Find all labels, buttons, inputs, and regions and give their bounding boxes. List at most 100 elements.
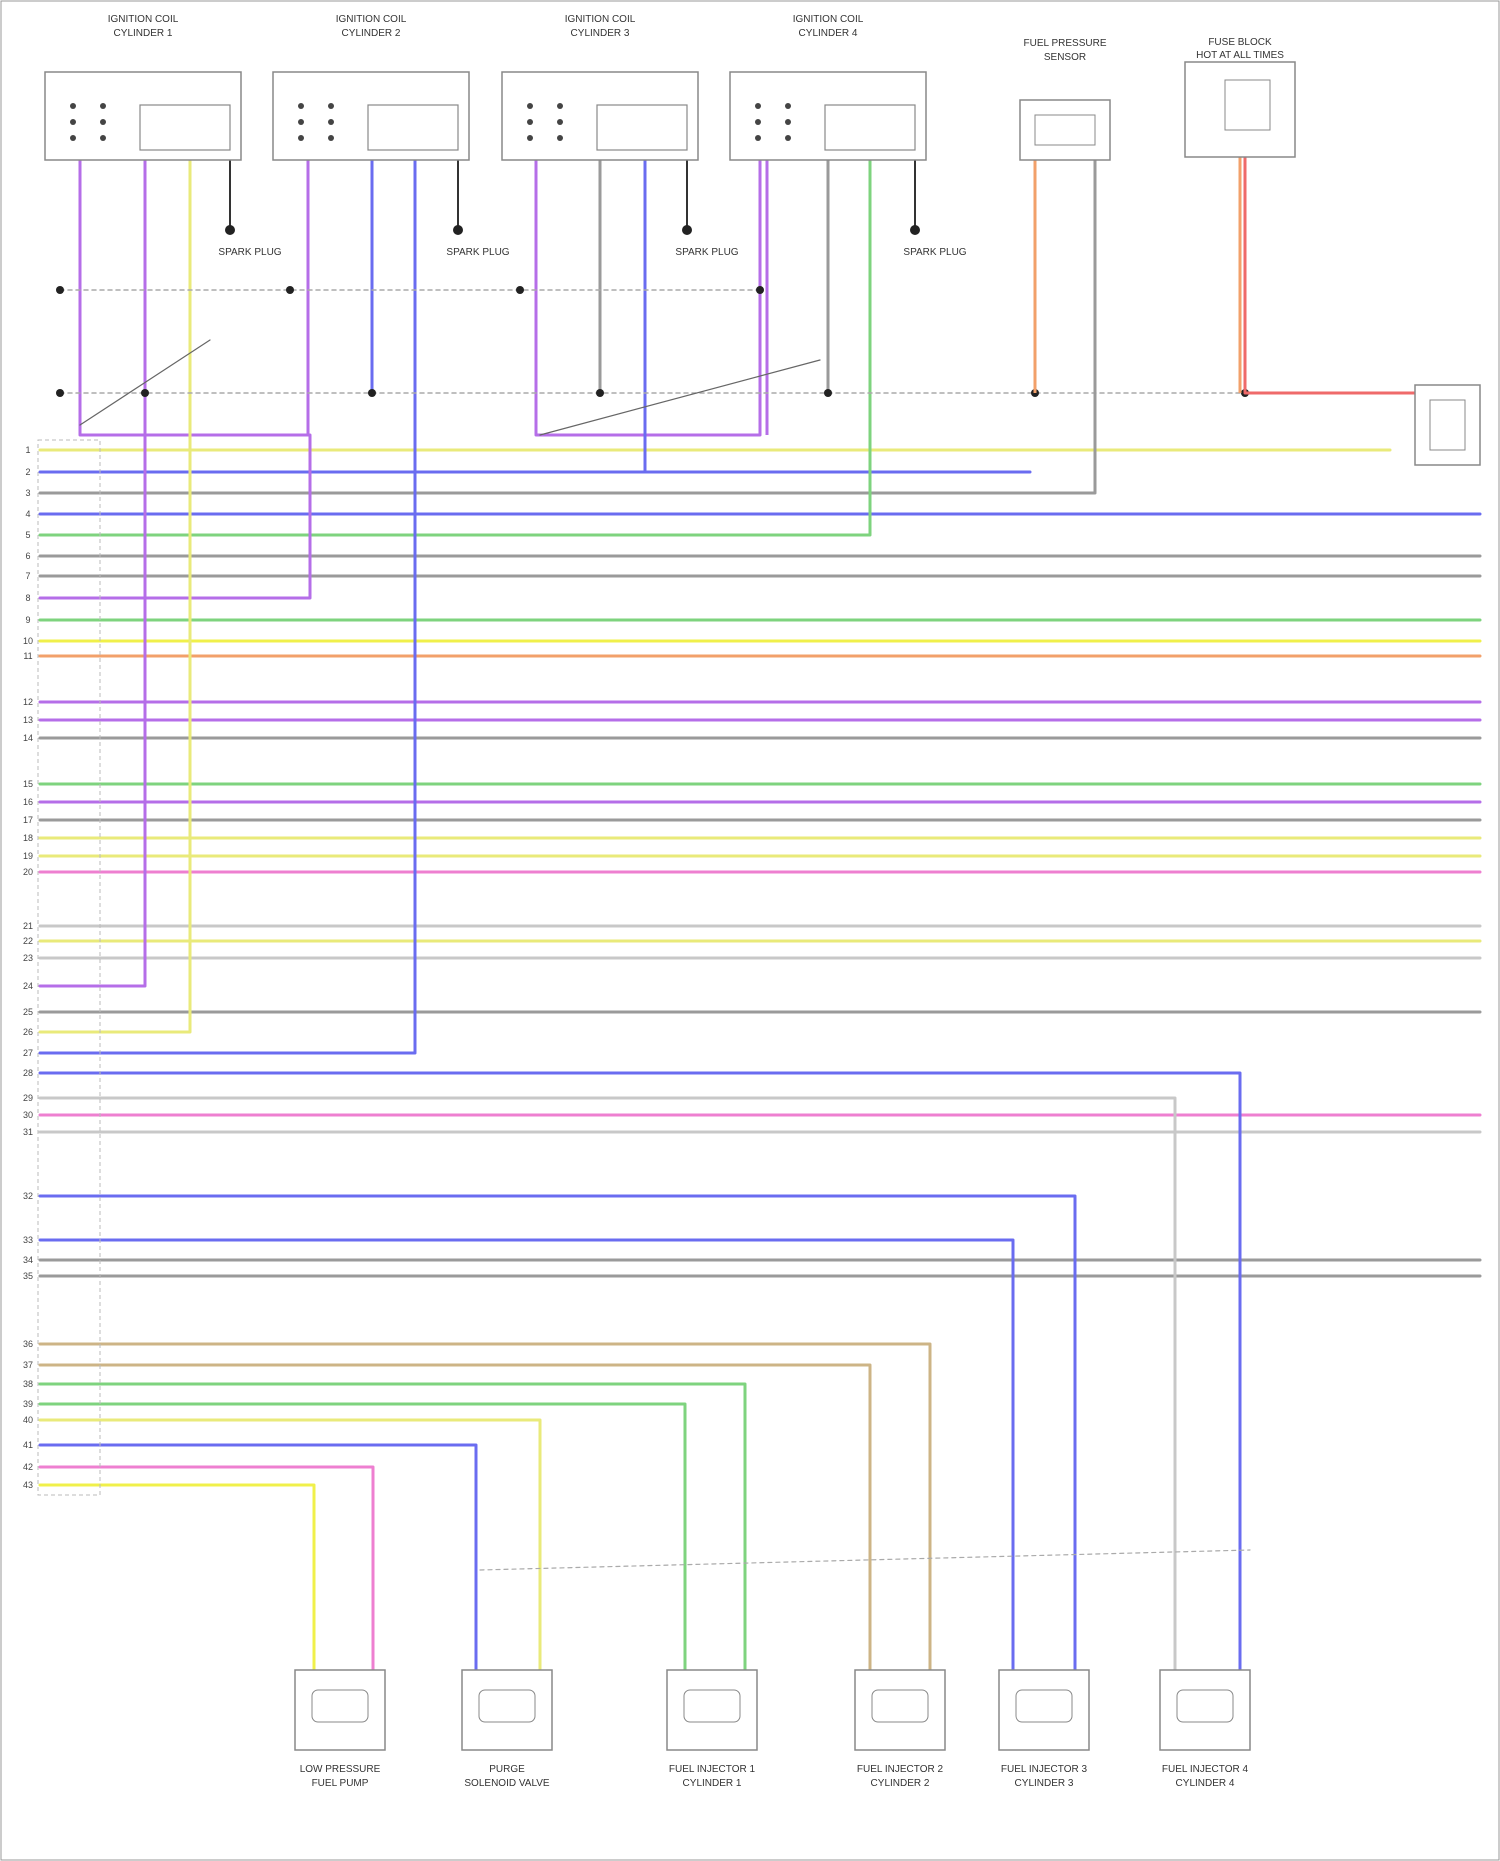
coil-module — [140, 105, 230, 150]
relay-body — [1430, 400, 1465, 450]
component-body — [684, 1690, 740, 1722]
ground-splice — [56, 389, 64, 397]
connector-pin-number: 11 — [23, 651, 32, 661]
component-sublabel: SOLENOID VALVE — [464, 1778, 550, 1789]
component-label: FUEL INJECTOR 3 — [1001, 1764, 1088, 1775]
coil-terminal — [785, 119, 791, 125]
spark-plug-terminal — [453, 225, 463, 235]
component-sublabel: CYLINDER 1 — [683, 1778, 742, 1789]
coil-terminal — [755, 135, 761, 141]
connector-pin-number: 35 — [23, 1271, 33, 1281]
component-label: FUEL INJECTOR 1 — [669, 1764, 756, 1775]
coil-terminal — [298, 135, 304, 141]
fuse-sublabel: HOT AT ALL TIMES — [1196, 50, 1284, 61]
ground-splice — [56, 286, 64, 294]
ground-splice — [516, 286, 524, 294]
coil-module — [825, 105, 915, 150]
connector-pin-number: 33 — [23, 1235, 33, 1245]
coil-label: IGNITION COIL — [108, 14, 179, 25]
ground-splice — [368, 389, 376, 397]
connector-pin-number: 31 — [23, 1127, 33, 1137]
component-label: PURGE — [489, 1764, 525, 1775]
connector-pin-number: 23 — [23, 953, 33, 963]
spark-plug-label: SPARK PLUG — [446, 247, 509, 258]
component-label: FUEL INJECTOR 4 — [1162, 1764, 1249, 1775]
component-body — [312, 1690, 368, 1722]
connector-pin-number: 34 — [23, 1255, 33, 1265]
connector-pin-number: 9 — [25, 615, 30, 625]
coil-terminal — [70, 135, 76, 141]
coil-terminal — [328, 119, 334, 125]
connector-pin-number: 32 — [23, 1191, 33, 1201]
connector-pin-number: 14 — [23, 733, 33, 743]
coil-terminal — [557, 135, 563, 141]
coil-sublabel: CYLINDER 1 — [114, 28, 173, 39]
connector-pin-number: 17 — [23, 815, 33, 825]
coil-terminal — [298, 103, 304, 109]
coil-terminal — [785, 103, 791, 109]
component-sublabel: CYLINDER 4 — [1176, 1778, 1235, 1789]
coil-terminal — [298, 119, 304, 125]
connector-pin-number: 27 — [23, 1048, 33, 1058]
coil-sublabel: CYLINDER 4 — [799, 28, 858, 39]
coil-label: IGNITION COIL — [336, 14, 407, 25]
connector-pin-number: 18 — [23, 833, 33, 843]
connector-pin-number: 37 — [23, 1360, 33, 1370]
ground-splice — [596, 389, 604, 397]
main-relay — [1415, 385, 1480, 465]
coil-module — [597, 105, 687, 150]
connector-pin-number: 40 — [23, 1415, 33, 1425]
coil-terminal — [328, 103, 334, 109]
connector-pin-number: 3 — [25, 488, 30, 498]
coil-terminal — [527, 119, 533, 125]
connector-pin-number: 41 — [23, 1440, 33, 1450]
connector-pin-number: 28 — [23, 1068, 33, 1078]
coil-terminal — [328, 135, 334, 141]
coil-terminal — [100, 103, 106, 109]
connector-pin-number: 43 — [23, 1480, 33, 1490]
connector-pin-number: 10 — [23, 636, 33, 646]
component-sublabel: CYLINDER 2 — [871, 1778, 930, 1789]
connector-pin-number: 26 — [23, 1027, 33, 1037]
connector-pin-number: 2 — [25, 467, 30, 477]
ground-splice — [756, 286, 764, 294]
coil-terminal — [100, 135, 106, 141]
connector-pin-number: 8 — [25, 593, 30, 603]
component-label: FUEL INJECTOR 2 — [857, 1764, 944, 1775]
coil-terminal — [70, 119, 76, 125]
fuse-block: FUSE BLOCKHOT AT ALL TIMES — [1185, 37, 1295, 157]
coil-module — [368, 105, 458, 150]
connector-pin-number: 13 — [23, 715, 33, 725]
connector-pin-number: 15 — [23, 779, 33, 789]
ground-splice — [824, 389, 832, 397]
component-sublabel: FUEL PUMP — [312, 1778, 369, 1789]
spark-plug-label: SPARK PLUG — [675, 247, 738, 258]
coil-label: IGNITION COIL — [565, 14, 636, 25]
connector-pin-number: 5 — [25, 530, 30, 540]
coil-terminal — [755, 119, 761, 125]
coil-terminal — [527, 103, 533, 109]
fuse-element — [1225, 80, 1270, 130]
sensor-label: FUEL PRESSURE — [1024, 38, 1107, 49]
coil-sublabel: CYLINDER 3 — [571, 28, 630, 39]
coil-terminal — [557, 119, 563, 125]
connector-pin-number: 16 — [23, 797, 33, 807]
connector-pin-number: 29 — [23, 1093, 33, 1103]
connector-pin-number: 36 — [23, 1339, 33, 1349]
connector-pin-number: 22 — [23, 936, 33, 946]
coil-terminal — [557, 103, 563, 109]
ground-splice — [141, 389, 149, 397]
connector-pin-number: 19 — [23, 851, 33, 861]
coil-label: IGNITION COIL — [793, 14, 864, 25]
coil-terminal — [100, 119, 106, 125]
component-body — [872, 1690, 928, 1722]
coil-terminal — [527, 135, 533, 141]
connector-pin-number: 1 — [25, 445, 30, 455]
coil-terminal — [785, 135, 791, 141]
connector-pin-number: 24 — [23, 981, 33, 991]
connector-pin-number: 6 — [25, 551, 30, 561]
component-body — [1177, 1690, 1233, 1722]
connector-pin-number: 39 — [23, 1399, 33, 1409]
bottom-component-3: FUEL INJECTOR 1 CYLINDER 1 — [667, 1670, 757, 1789]
